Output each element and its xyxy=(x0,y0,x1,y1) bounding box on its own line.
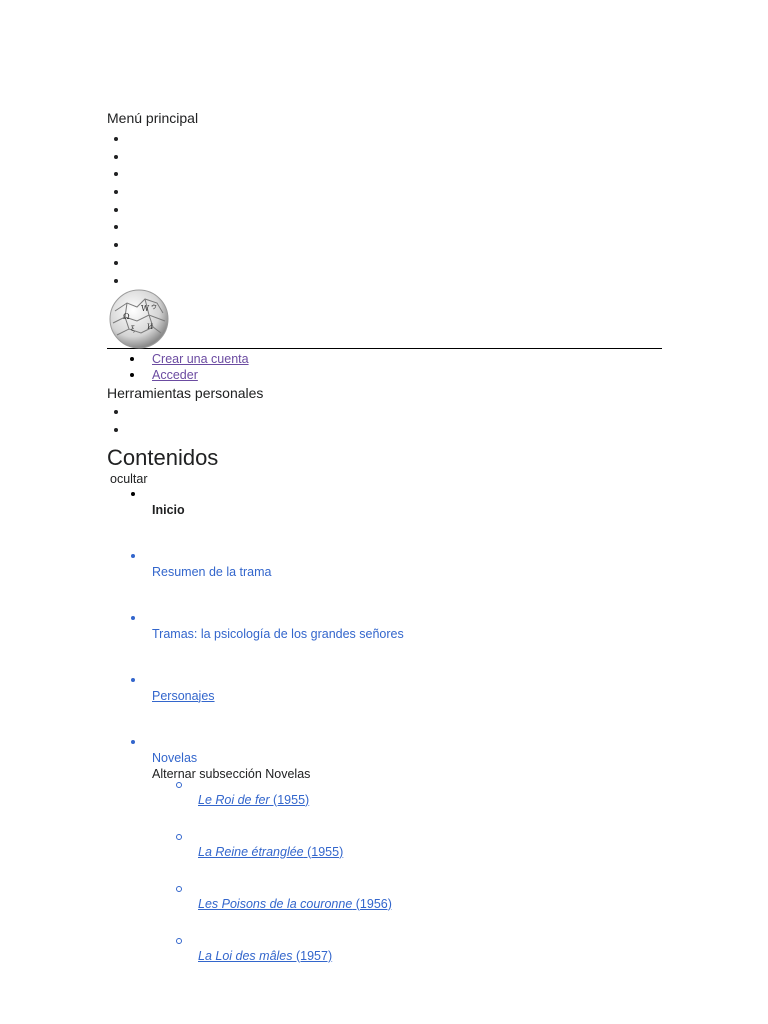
create-account-item: Crear una cuenta xyxy=(130,351,662,367)
toc-hide-toggle[interactable]: ocultar xyxy=(110,471,148,486)
personal-tools-list xyxy=(107,403,662,438)
toc-item-tramas[interactable]: Tramas: la psicología de los grandes señ… xyxy=(131,615,662,666)
main-menu-item[interactable] xyxy=(129,218,662,236)
login-item: Acceder xyxy=(130,367,662,383)
svg-text:И: И xyxy=(147,323,153,331)
personal-tools-heading: Herramientas personales xyxy=(107,385,264,402)
create-account-link[interactable]: Crear una cuenta xyxy=(152,352,249,367)
main-menu-item[interactable] xyxy=(129,148,662,166)
main-menu-item[interactable] xyxy=(129,272,662,290)
main-menu-item[interactable] xyxy=(129,201,662,219)
main-menu-item[interactable] xyxy=(129,183,662,201)
toc-item-novelas[interactable]: Novelas Alternar subsección Novelas Le R… xyxy=(131,739,662,990)
novela-item: Le Roi de fer (1955) xyxy=(176,781,662,834)
toc-item-label[interactable]: Novelas xyxy=(152,750,198,765)
novela-item: La Reine étranglée (1955) xyxy=(176,833,662,886)
novela-link[interactable]: Les Poisons de la couronne (1956) xyxy=(198,896,392,911)
main-menu-heading: Menú principal xyxy=(107,110,199,126)
personal-tools-item[interactable] xyxy=(129,403,662,421)
main-menu-item[interactable] xyxy=(129,254,662,272)
toc-item-label: Inicio xyxy=(152,502,185,517)
novela-item: La Loi des mâles (1957) xyxy=(176,937,662,990)
toc-item-label[interactable]: Personajes xyxy=(152,688,215,703)
svg-text:Ω: Ω xyxy=(123,312,130,321)
main-menu-item[interactable] xyxy=(129,165,662,183)
novelas-sublist: Le Roi de fer (1955) La Reine étranglée … xyxy=(152,781,662,990)
personal-tools-item[interactable] xyxy=(129,421,662,439)
login-link[interactable]: Acceder xyxy=(152,368,198,383)
account-links: Crear una cuenta Acceder xyxy=(107,351,662,383)
wikipedia-globe-icon[interactable]: Ω W И ξ ウ xyxy=(107,287,171,351)
toc-item-inicio[interactable]: Inicio xyxy=(131,491,662,542)
page: Menú principal Ω W xyxy=(107,108,662,1001)
novela-link[interactable]: La Loi des mâles (1957) xyxy=(198,948,333,963)
svg-text:ウ: ウ xyxy=(151,303,157,311)
novela-link[interactable]: La Reine étranglée (1955) xyxy=(198,844,344,859)
svg-text:W: W xyxy=(141,304,150,313)
svg-text:ξ: ξ xyxy=(131,325,135,333)
novela-item: Les Poisons de la couronne (1956) xyxy=(176,885,662,938)
toc-title: Contenidos xyxy=(107,444,219,470)
toc-item-label[interactable]: Resumen de la trama xyxy=(152,564,272,579)
toc-list: Inicio Resumen de la trama Tramas: la ps… xyxy=(107,491,662,990)
toc-item-personajes[interactable]: Personajes xyxy=(131,677,662,728)
header-divider xyxy=(107,348,662,350)
toc-item-resumen[interactable]: Resumen de la trama xyxy=(131,553,662,604)
main-menu-item[interactable] xyxy=(129,130,662,148)
toc-item-label[interactable]: Tramas: la psicología de los grandes señ… xyxy=(152,626,404,641)
novelas-subsection-toggle[interactable]: Alternar subsección Novelas xyxy=(152,766,311,781)
main-menu-item[interactable] xyxy=(129,236,662,254)
novela-link[interactable]: Le Roi de fer (1955) xyxy=(198,792,310,807)
main-menu-list xyxy=(107,130,662,289)
